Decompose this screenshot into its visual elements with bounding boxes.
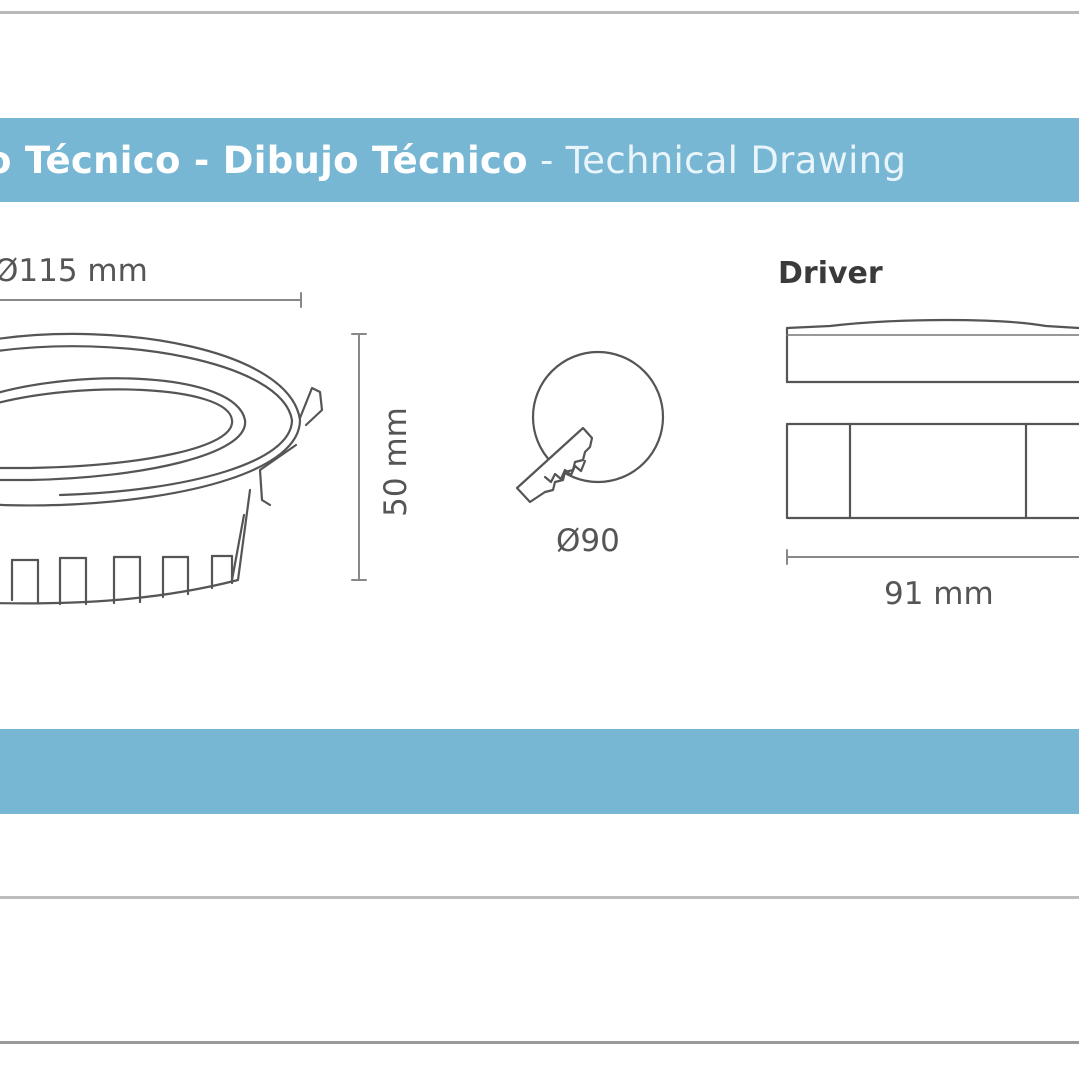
driver-drawing (785, 318, 1079, 520)
top-divider (0, 11, 1079, 14)
heatsink-fins (10, 554, 234, 606)
section-title: o Técnico - Dibujo Técnico - Technical D… (0, 139, 906, 182)
footer-banner (0, 729, 1079, 814)
cutout-drawing (515, 350, 665, 504)
cutout-label: Ø90 (556, 523, 620, 559)
height-label: 50 mm (378, 407, 414, 517)
downlight-drawing (0, 332, 324, 606)
middle-divider (0, 896, 1079, 899)
diameter-dimension-line (0, 292, 302, 308)
bottom-divider (0, 1041, 1079, 1044)
height-dimension-line (351, 333, 367, 581)
title-part-1: o Técnico - (0, 139, 223, 182)
diameter-label: Ø115 mm (0, 253, 148, 289)
title-part-2: Dibujo Técnico (222, 139, 528, 182)
driver-width-label: 91 mm (884, 576, 994, 612)
title-part-3: - Technical Drawing (527, 139, 907, 182)
title-banner (0, 118, 1079, 202)
driver-label: Driver (778, 256, 883, 291)
driver-width-dimension-line (786, 549, 1079, 565)
